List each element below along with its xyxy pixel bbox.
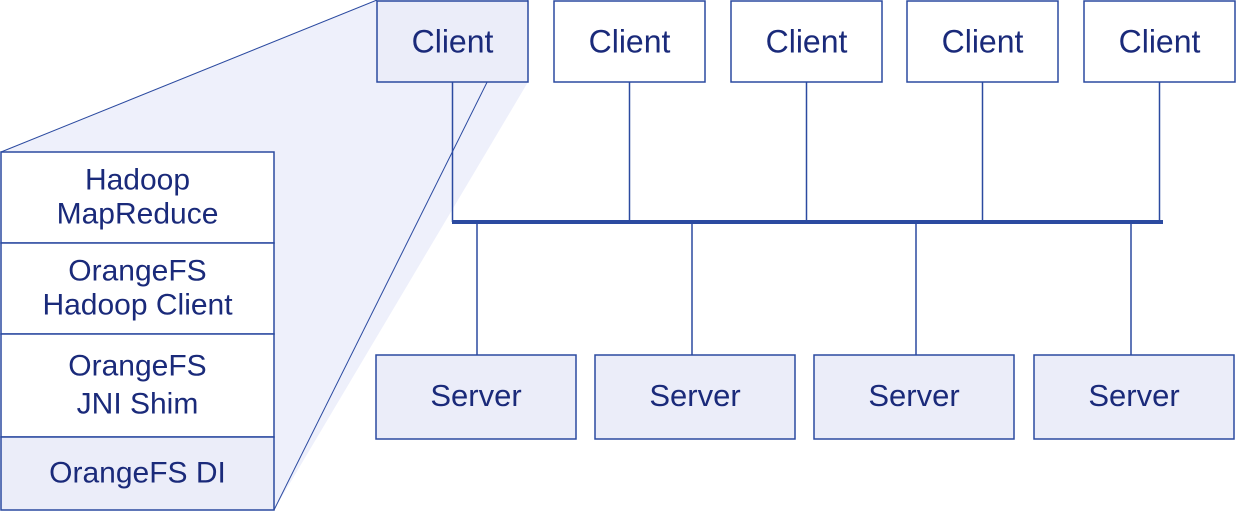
client-box [1083, 0, 1236, 83]
stack-layer-box [0, 333, 275, 438]
client-node: Client [906, 0, 1059, 83]
client-label: Client [589, 23, 671, 59]
server-box [375, 354, 577, 440]
stack-layer-label: MapReduce [57, 197, 219, 230]
stack-layer-label: OrangeFS [68, 254, 206, 287]
client-box [553, 0, 706, 83]
client-node: Client [553, 0, 706, 83]
stack-layer-box [0, 151, 275, 244]
server-node: Server [375, 354, 577, 440]
stack-layer-label: JNI Shim [77, 387, 199, 420]
stack-layer-label: OrangeFS DI [49, 456, 226, 489]
client-box [906, 0, 1059, 83]
client-connectors [451, 82, 1161, 222]
clients-group: Client Client Client Client Client [376, 0, 1236, 83]
servers-group: Server Server Server Server [375, 354, 1235, 440]
server-box [1033, 354, 1235, 440]
server-connectors [476, 222, 1132, 355]
stack-layer: OrangeFS DI [0, 436, 275, 511]
stack-layer-box [0, 436, 275, 511]
server-label: Server [868, 378, 959, 413]
server-node: Server [813, 354, 1015, 440]
client-label: Client [942, 23, 1024, 59]
server-label: Server [430, 378, 521, 413]
stack-layer: OrangeFS JNI Shim [0, 333, 275, 438]
zoom-line-right [273, 0, 529, 511]
client-label: Client [412, 23, 494, 59]
stack-layer-label: OrangeFS [68, 349, 206, 382]
client-label: Client [1119, 23, 1201, 59]
server-box [813, 354, 1015, 440]
zoom-line-left [0, 0, 378, 153]
client-label: Client [766, 23, 848, 59]
stack-layer-label: Hadoop [85, 163, 190, 196]
stack-layer-label: Hadoop Client [42, 288, 233, 321]
server-label: Server [649, 378, 740, 413]
stack-layer-box [0, 242, 275, 335]
server-box [594, 354, 796, 440]
client-node: Client [730, 0, 883, 83]
server-node: Server [594, 354, 796, 440]
server-node: Server [1033, 354, 1235, 440]
server-label: Server [1088, 378, 1179, 413]
client-box [730, 0, 883, 83]
client-node: Client [1083, 0, 1236, 83]
client-node: Client [376, 0, 529, 83]
client-box [376, 0, 529, 83]
